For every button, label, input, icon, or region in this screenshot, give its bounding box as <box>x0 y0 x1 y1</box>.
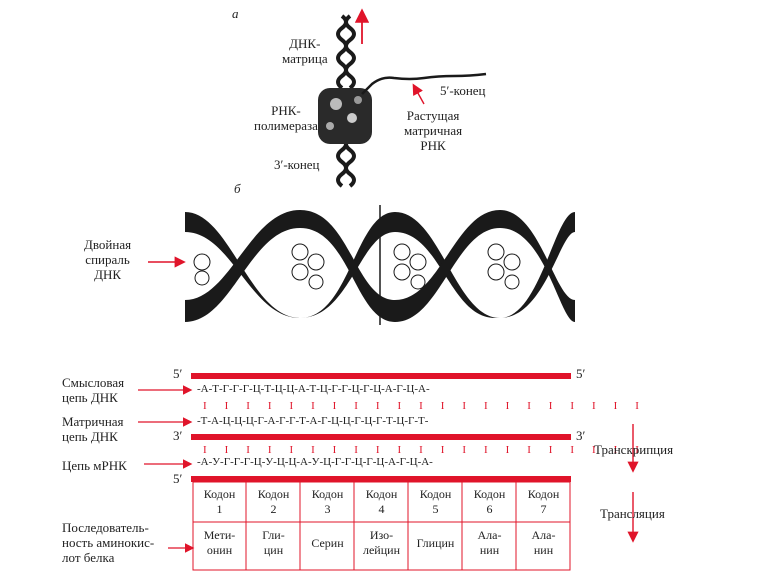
codon-number: 5 <box>432 502 439 516</box>
rna-pointer-arrow <box>412 83 425 105</box>
mrna-sequence: -А-У-Г-Г-Г-Ц-У-Ц-Ц-А-У-Ц-Г-Г-Ц-Г-Ц-А-Г-Ц… <box>197 456 433 468</box>
template-5prime: 3′ <box>576 428 586 443</box>
codon-label: Кодон <box>473 487 506 501</box>
amino-acid-2: Гли- цин <box>262 528 285 557</box>
dna-template-label: ДНК- матрица <box>282 36 328 66</box>
codon-label: Кодон <box>419 487 452 501</box>
codon-label: Кодон <box>257 487 290 501</box>
mrna-strand-label: Цепь мРНК <box>62 458 127 473</box>
dna-template-strand <box>336 14 356 188</box>
codon-number: 2 <box>270 502 277 516</box>
dna-double-helix-image <box>185 205 575 325</box>
codon-table <box>192 481 571 571</box>
end5-label: 5′-конец <box>440 83 486 98</box>
sense-5prime: 5′ <box>173 366 183 381</box>
double-helix-label: Двойная спираль ДНК <box>84 237 132 282</box>
protein-sequence-label: Последователь- ность аминокис- лот белка <box>62 520 155 565</box>
codon-number: 4 <box>378 502 385 516</box>
codon-number: 1 <box>216 502 223 516</box>
codon-label: Кодон <box>527 487 560 501</box>
amino-acid-6: Ала- нин <box>477 528 502 557</box>
template-strand-bar <box>191 434 571 440</box>
template-sequence: -Т-А-Ц-Ц-Ц-Г-А-Г-Г-Т-А-Г-Ц-Ц-Г-Ц-Г-Т-Ц-Г… <box>197 415 429 427</box>
template-strand-label: Матричная цепь ДНК <box>62 414 124 444</box>
amino-acid-1: Мети- онин <box>203 528 236 557</box>
codon-number: 7 <box>540 502 547 516</box>
codon-number: 3 <box>324 502 331 516</box>
mrna-ticks: I I I I I I I I I I I I I I I I I I I I … <box>203 444 647 456</box>
panel-b-letter: б <box>234 181 241 196</box>
sense-ticks: I I I I I I I I I I I I I I I I I I I I … <box>203 400 647 412</box>
sense-sequence: -А-Т-Г-Г-Г-Ц-Т-Ц-Ц-А-Т-Ц-Г-Г-Ц-Г-Ц-А-Г-Ц… <box>197 383 430 395</box>
sense-3prime: 5′ <box>576 366 586 381</box>
codon-label: Кодон <box>203 487 236 501</box>
growing-rna-strand <box>361 72 487 95</box>
template-3prime: 3′ <box>173 428 183 443</box>
codon-number: 6 <box>486 502 493 516</box>
amino-acid-4: Изо- лейцин <box>362 528 400 557</box>
sense-strand-label: Смысловая цепь ДНК <box>62 375 125 405</box>
panel-a-letter: а <box>232 6 239 21</box>
codon-label: Кодон <box>365 487 398 501</box>
translation-label: Трансляция <box>600 506 665 521</box>
rna-polymerase-shape <box>318 88 372 144</box>
mrna-5prime: 5′ <box>173 471 183 486</box>
amino-acid-5: Глицин <box>416 536 455 550</box>
growing-rna-label: Растущая матричная РНК <box>404 108 463 153</box>
polymerase-label: РНК- полимераза <box>254 103 318 133</box>
transcription-label: Транскрипция <box>594 442 674 457</box>
amino-acid-3: Серин <box>311 536 344 550</box>
sense-strand-bar <box>191 373 571 379</box>
codon-label: Кодон <box>311 487 344 501</box>
mrna-strand-bar <box>191 476 571 482</box>
amino-acid-7: Ала- нин <box>531 528 556 557</box>
end3-label: 3′-конец <box>274 157 320 172</box>
